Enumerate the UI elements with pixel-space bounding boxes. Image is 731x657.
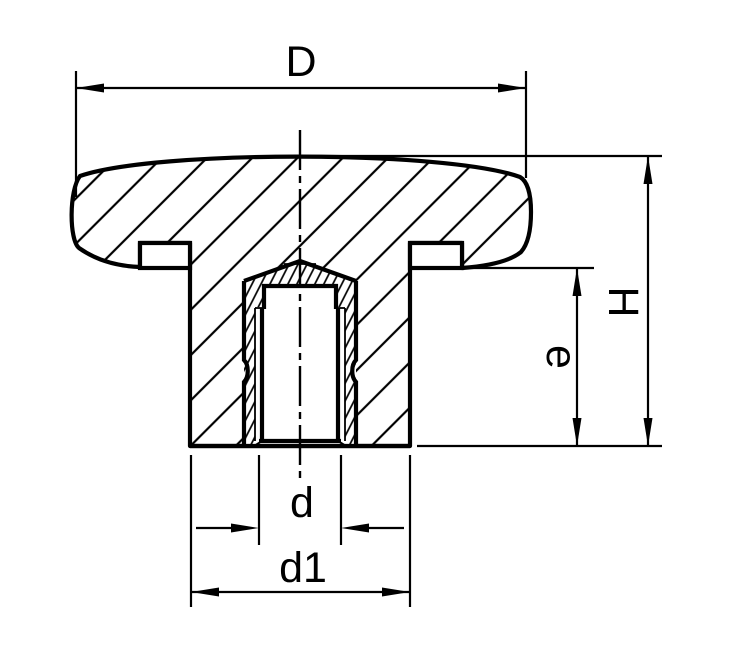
dimension-H [303,154,662,448]
dimension-label-d1: d1 [279,544,327,592]
dimension-label-e: e [537,345,585,369]
dimension-d1 [189,455,412,607]
dimension-d [196,455,404,545]
bushing-wall-right [350,281,359,446]
arrowhead-D-left [76,83,104,93]
arrowhead-D-right [498,83,526,93]
dimension-e [466,266,594,446]
arrowhead-e-top [572,268,582,296]
arrowhead-d1-right [382,587,410,597]
arrowhead-H-bottom [643,418,653,446]
dimension-label-D: D [285,38,316,86]
cap-groove-left [137,240,193,271]
dimensions [74,71,662,607]
dimension-label-H: H [599,286,647,317]
dimension-label-d: d [290,479,314,527]
arrowhead-d1-left [191,587,219,597]
arrowhead-H-top [643,156,653,184]
cap-groove-right [407,240,465,271]
bushing-wall-left [241,281,250,446]
arrowhead-e-bottom [572,418,582,446]
dimension-D [74,71,528,197]
arrowhead-d-left [231,523,259,533]
arrowhead-d-right [341,523,369,533]
